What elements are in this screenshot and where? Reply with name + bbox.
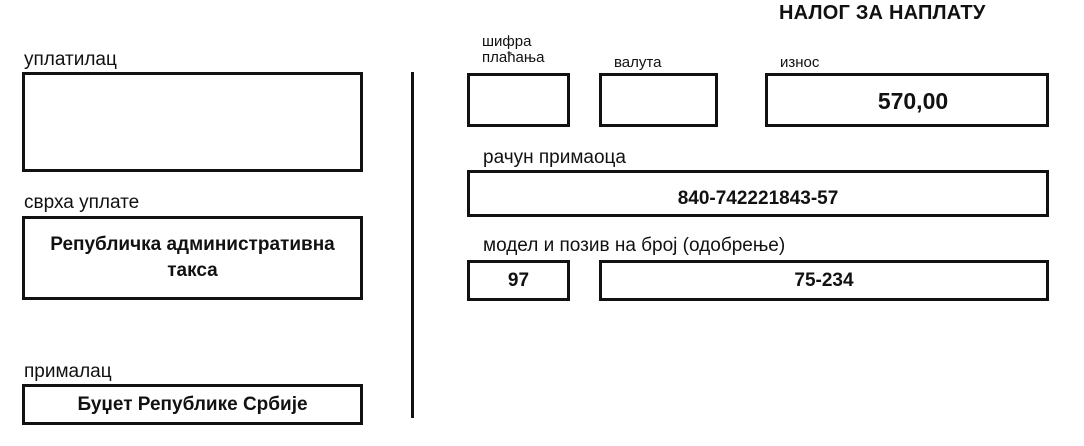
recipient-field[interactable]: Буџет Републике Србије [22,384,363,425]
account-value: 840-742221843-57 [677,187,839,209]
payment-code-label: шифра плаћања [482,34,544,66]
purpose-field[interactable]: Републичка административна такса [22,216,363,300]
amount-field[interactable]: 570,00 [765,73,1049,127]
payer-field[interactable] [22,72,363,172]
column-divider [411,72,414,418]
reference-model-value: 97 [507,269,530,291]
currency-label: валута [614,54,662,71]
reference-model-field[interactable]: 97 [467,260,570,301]
recipient-value: Буџет Републике Србије [77,393,308,415]
recipient-label: прималац [24,361,112,382]
form-title: НАЛОГ ЗА НАПЛАТУ [779,2,986,24]
reference-number-field[interactable]: 75-234 [599,260,1049,301]
amount-value: 570,00 [877,88,949,114]
purpose-value-line2: такса [167,260,218,281]
account-label: рачун примаоца [483,147,627,168]
purpose-label: сврха уплате [24,192,140,213]
payer-label: уплатилац [24,49,117,70]
payment-code-label-line2: плаћања [482,48,545,66]
payment-code-field[interactable] [467,73,570,127]
amount-label: износ [780,54,820,71]
reference-label: модел и позив на број (одобрење) [483,235,786,256]
reference-number-value: 75-234 [794,269,854,291]
purpose-value-line1: Републичка административна [50,234,335,256]
account-field[interactable]: 840-742221843-57 [467,170,1049,217]
payment-code-label-line1: шифра [482,33,532,50]
currency-field[interactable] [599,73,718,127]
